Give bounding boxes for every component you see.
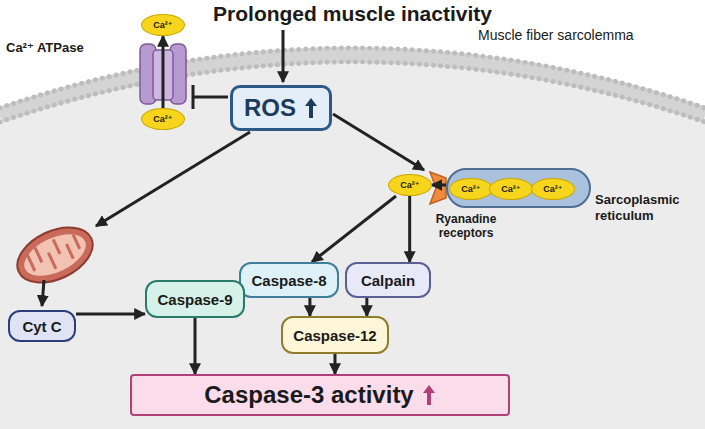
node-text: Cyt C (22, 318, 61, 335)
title-arrow (282, 30, 285, 82)
arrow-connector (432, 184, 446, 187)
node-text: Calpain (361, 272, 415, 289)
text-label: Ca²⁺ ATPase (6, 40, 84, 55)
calcium-ion: Ca²⁺ (489, 178, 532, 200)
node-text: Ca²⁺ (461, 184, 480, 194)
calcium-ion: Ca²⁺ (388, 174, 431, 196)
membrane-heads-inner (0, 62, 705, 122)
process-box: Calpain (345, 262, 431, 298)
node-text: Ca²⁺ (543, 184, 562, 194)
ros-to-mitochondria-arrow (96, 132, 250, 226)
title: Prolonged muscle inactivity (0, 2, 705, 26)
arrow-connector (408, 196, 411, 262)
inhibition-line (193, 85, 228, 109)
node-text: Ca²⁺ (501, 184, 520, 194)
node-text: Caspase-9 (157, 291, 232, 308)
increase-arrow (304, 97, 318, 119)
membrane-heads-outer (0, 48, 705, 108)
calcium-ion: Ca²⁺ (449, 178, 492, 200)
node-text: ROS (244, 94, 296, 122)
node-text: Caspase-8 (251, 272, 326, 289)
ros-to-ryanodine-arrow (333, 114, 424, 170)
cell-interior (0, 55, 705, 429)
calcium-ion: Ca²⁺ (141, 14, 184, 36)
sarcoplasmic-reticulum: Sarcoplasmic reticulumCa²⁺Ca²⁺Ca²⁺ (446, 168, 591, 208)
node-text: Ca²⁺ (153, 114, 172, 124)
process-box: Cyt C (8, 310, 76, 342)
arrow-connector (76, 313, 145, 316)
node-text: Caspase-12 (293, 327, 376, 344)
node-text: Ca²⁺ (400, 180, 419, 190)
heading-outside: Sarcoplasmic reticulum (595, 192, 705, 223)
arrow-connector (308, 298, 311, 316)
node-text: Caspase-3 activity (204, 381, 413, 409)
process-box: Caspase-8 (239, 262, 338, 298)
arrow-connector (312, 196, 396, 262)
text-label: Muscle fiber sarcolemma (478, 27, 634, 43)
ryanodine-receptor (430, 172, 446, 204)
ros-box: ROS (230, 85, 332, 131)
membrane-band (0, 55, 705, 115)
calcium-ion: Ca²⁺ (531, 178, 574, 200)
arrow-connector (161, 36, 164, 108)
arrow-connector (365, 298, 368, 316)
mitochondria-to-cytc-arrow (42, 280, 44, 306)
arrow-connector (194, 318, 197, 374)
outcome-box: Caspase-3 activity (130, 374, 510, 416)
calcium-ion: Ca²⁺ (141, 108, 184, 130)
mitochondrion (9, 216, 102, 293)
arrow-connector (333, 354, 336, 374)
process-box: Caspase-12 (281, 316, 388, 354)
increase-arrow (422, 384, 436, 406)
node-text: Ca²⁺ (153, 20, 172, 30)
text-label: Ryanadine receptors (426, 212, 506, 241)
process-box: Caspase-9 (145, 280, 245, 318)
